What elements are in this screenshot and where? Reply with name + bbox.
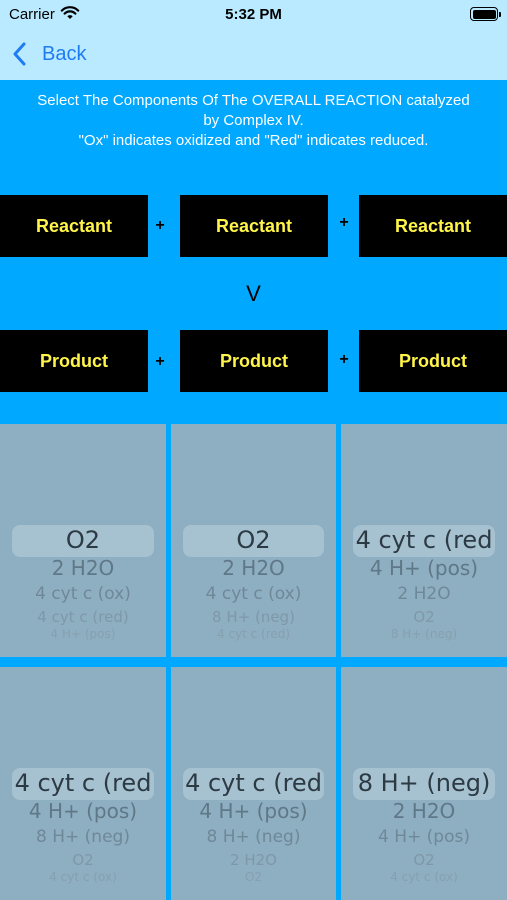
battery-icon bbox=[470, 7, 501, 21]
plus-sign: + bbox=[339, 351, 349, 368]
picker-selection-band bbox=[353, 768, 495, 800]
plus-sign: + bbox=[155, 217, 165, 234]
picker-option[interactable]: 8 H+ (neg) bbox=[390, 627, 458, 641]
picker-option[interactable]: 4 cyt c (ox) bbox=[205, 584, 302, 604]
instructions-line-3: "Ox" indicates oxidized and "Red" indica… bbox=[78, 132, 429, 149]
product-label: Product bbox=[398, 350, 467, 371]
picker-selected-option[interactable]: O2 bbox=[236, 526, 271, 554]
clock: 5:32 PM bbox=[225, 6, 282, 23]
picker-option[interactable]: 4 cyt c (ox) bbox=[49, 870, 117, 884]
plus-sign: + bbox=[339, 214, 349, 231]
reactant-slot-2[interactable]: Reactant bbox=[180, 195, 328, 257]
picker-option[interactable]: O2 bbox=[413, 851, 435, 869]
wifi-icon bbox=[60, 5, 80, 25]
picker-option[interactable]: 4 cyt c (red) bbox=[37, 608, 129, 626]
picker-option[interactable]: 2 H2O bbox=[397, 584, 451, 604]
reactant-slot-3[interactable]: Reactant bbox=[359, 195, 507, 257]
carrier-label: Carrier bbox=[9, 6, 55, 23]
picker-selection-band bbox=[183, 768, 324, 800]
chevron-left-icon bbox=[12, 40, 34, 68]
instructions-line-2: by Complex IV. bbox=[203, 112, 304, 129]
picker-selection-band bbox=[353, 525, 495, 557]
picker-option[interactable]: 2 H2O bbox=[230, 851, 277, 869]
product-slot-2[interactable]: Product bbox=[180, 330, 328, 392]
picker-option[interactable]: 4 cyt c (ox) bbox=[390, 870, 458, 884]
product-label: Product bbox=[219, 350, 288, 371]
picker-option[interactable]: 4 cyt c (red) bbox=[216, 627, 291, 641]
product-label: Product bbox=[39, 350, 108, 371]
picker-selected-option[interactable]: 8 H+ (neg) bbox=[357, 769, 491, 797]
picker-option[interactable]: O2 bbox=[413, 608, 435, 626]
picker-selection-band bbox=[183, 525, 324, 557]
reactant-label: Reactant bbox=[394, 215, 472, 236]
picker-option[interactable]: 4 cyt c (ox) bbox=[35, 584, 131, 604]
product-slot-1[interactable]: Product bbox=[0, 330, 148, 392]
reactant-label: Reactant bbox=[215, 215, 293, 236]
picker-option[interactable]: 2 H2O bbox=[222, 556, 285, 580]
picker-selected-option[interactable]: 4 cyt c (red bbox=[185, 769, 322, 797]
picker-option[interactable]: 8 H+ (neg) bbox=[206, 827, 301, 847]
picker-option[interactable]: 4 H+ (pos) bbox=[28, 799, 138, 823]
status-bar: Carrier 5:32 PM bbox=[0, 0, 507, 30]
instructions-line-1: Select The Components Of The OVERALL REA… bbox=[37, 92, 470, 109]
picker-option[interactable]: O2 bbox=[72, 851, 94, 869]
picker-option[interactable]: O2 bbox=[244, 870, 263, 884]
picker-option[interactable]: 4 H+ (pos) bbox=[378, 827, 470, 847]
picker-option[interactable]: 4 H+ (pos) bbox=[369, 556, 479, 580]
yields-arrow: V bbox=[246, 281, 261, 306]
picker-selected-option[interactable]: O2 bbox=[65, 526, 101, 554]
picker-selection-band bbox=[12, 768, 154, 800]
picker-selected-option[interactable]: 4 cyt c (red bbox=[355, 526, 493, 554]
picker-option[interactable]: 8 H+ (neg) bbox=[36, 827, 130, 847]
reactant-slot-1[interactable]: Reactant bbox=[0, 195, 148, 257]
picker-option[interactable]: 2 H2O bbox=[392, 799, 456, 823]
picker-option[interactable]: 2 H2O bbox=[51, 556, 115, 580]
navigation-bar: Back bbox=[0, 30, 507, 80]
picker-option[interactable]: 4 H+ (pos) bbox=[199, 799, 308, 823]
instructions-text: Select The Components Of The OVERALL REA… bbox=[0, 91, 507, 151]
picker-option[interactable]: 8 H+ (neg) bbox=[212, 608, 295, 626]
back-button[interactable]: Back bbox=[12, 39, 86, 69]
plus-sign: + bbox=[155, 353, 165, 370]
back-label: Back bbox=[42, 42, 87, 65]
picker-selection-band bbox=[12, 525, 154, 557]
picker-option[interactable]: 4 H+ (pos) bbox=[50, 627, 116, 641]
reactant-label: Reactant bbox=[35, 215, 113, 236]
product-slot-3[interactable]: Product bbox=[359, 330, 507, 392]
picker-selected-option[interactable]: 4 cyt c (red bbox=[14, 769, 152, 797]
